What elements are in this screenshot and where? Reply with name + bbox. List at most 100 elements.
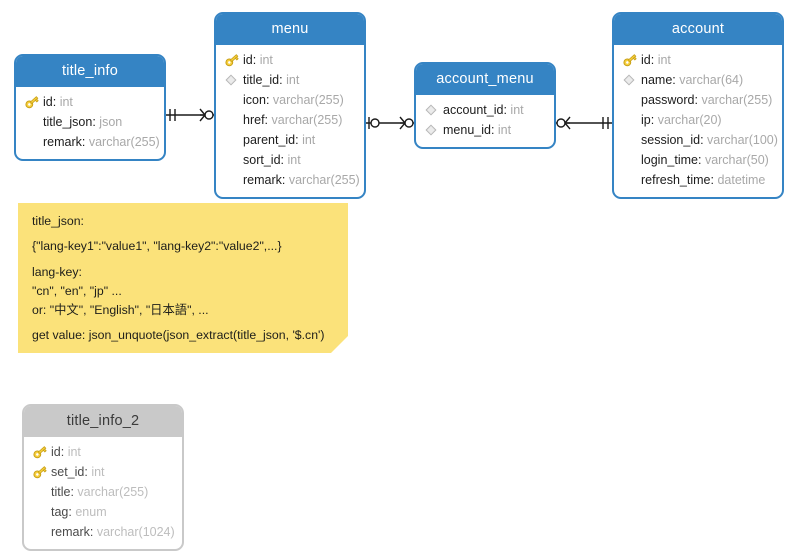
field-type: varchar(20) xyxy=(657,112,722,127)
relationship-title_info-menu[interactable] xyxy=(166,102,214,128)
field-icon-none xyxy=(224,172,243,188)
entity-title-account: account xyxy=(614,14,782,45)
field-row[interactable]: account_id: int xyxy=(422,100,548,120)
field-icon-none xyxy=(622,152,641,168)
field-separator: : xyxy=(281,172,289,187)
field-row[interactable]: title_id: int xyxy=(222,70,358,90)
field-icon-none xyxy=(224,92,243,108)
note-fold-corner-icon xyxy=(331,336,348,353)
field-type: varchar(255) xyxy=(288,172,360,187)
field-type: enum xyxy=(75,504,107,519)
primary-key-icon xyxy=(622,52,641,68)
field-name: title xyxy=(51,484,71,499)
field-separator: : xyxy=(710,172,718,187)
field-name: tag xyxy=(51,504,69,519)
field-row[interactable]: icon: varchar(255) xyxy=(222,90,358,110)
field-type: int xyxy=(59,94,73,109)
field-separator: : xyxy=(697,152,705,167)
field-name: password xyxy=(641,92,695,107)
field-row[interactable]: remark: varchar(255) xyxy=(22,132,160,152)
field-row[interactable]: password: varchar(255) xyxy=(620,90,776,110)
field-name: name xyxy=(641,72,673,87)
field-type: varchar(1024) xyxy=(96,524,175,539)
field-row[interactable]: login_time: varchar(50) xyxy=(620,150,776,170)
field-row[interactable]: tag: enum xyxy=(30,502,176,522)
field-row[interactable]: href: varchar(255) xyxy=(222,110,358,130)
entity-title-title_info: title_info xyxy=(16,56,164,87)
field-name: refresh_time xyxy=(641,172,711,187)
field-row[interactable]: session_id: varchar(100) xyxy=(620,130,778,150)
field-row[interactable]: remark: varchar(255) xyxy=(222,170,360,190)
field-separator: : xyxy=(694,92,702,107)
primary-key-icon xyxy=(224,52,243,68)
field-name: session_id xyxy=(641,132,701,147)
field-type: varchar(255) xyxy=(88,134,160,149)
field-type: datetime xyxy=(717,172,766,187)
field-name: remark xyxy=(243,172,282,187)
field-row[interactable]: refresh_time: datetime xyxy=(620,170,776,190)
note-line: or: "中文", "English", "日本語", ... xyxy=(32,303,209,318)
entity-title-menu: menu xyxy=(216,14,364,45)
field-separator: : xyxy=(295,132,303,147)
foreign-key-diamond-icon xyxy=(424,122,443,138)
field-name: id xyxy=(51,444,61,459)
note-line: {"lang-key1":"value1", "lang-key2":"valu… xyxy=(32,239,282,254)
field-row[interactable]: id: int xyxy=(22,92,158,112)
field-icon-none xyxy=(622,92,641,108)
field-type: varchar(255) xyxy=(701,92,773,107)
field-separator: : xyxy=(81,134,89,149)
field-row[interactable]: set_id: int xyxy=(30,462,176,482)
field-row[interactable]: id: int xyxy=(30,442,176,462)
field-separator: : xyxy=(252,52,260,67)
field-icon-none xyxy=(622,112,641,128)
field-separator: : xyxy=(60,444,68,459)
note-line: title_json: xyxy=(32,214,84,228)
field-row[interactable]: title: varchar(255) xyxy=(30,482,176,502)
field-name: remark xyxy=(43,134,82,149)
relationship-menu-account_menu[interactable] xyxy=(366,110,414,136)
field-row[interactable]: remark: varchar(1024) xyxy=(30,522,176,542)
field-type: varchar(255) xyxy=(272,92,344,107)
field-name: title_id xyxy=(243,72,280,87)
field-icon-none xyxy=(24,114,43,130)
field-icon-none xyxy=(224,132,243,148)
note-line: lang-key: xyxy=(32,264,82,279)
field-row[interactable]: ip: varchar(20) xyxy=(620,110,776,130)
field-icon-none xyxy=(24,134,43,150)
field-row[interactable]: sort_id: int xyxy=(222,150,358,170)
field-icon-none xyxy=(224,112,243,128)
field-row[interactable]: id: int xyxy=(222,50,358,70)
field-row[interactable]: parent_id: int xyxy=(222,130,358,150)
field-type: int xyxy=(657,52,671,67)
note-title_json-note[interactable]: title_json: {"lang-key1":"value1", "lang-… xyxy=(18,203,348,353)
field-type: varchar(50) xyxy=(704,152,769,167)
field-separator: : xyxy=(503,102,511,117)
field-row[interactable]: title_json: json xyxy=(22,112,158,132)
field-row[interactable]: id: int xyxy=(620,50,776,70)
field-separator: : xyxy=(70,484,78,499)
field-separator: : xyxy=(92,114,100,129)
field-row[interactable]: menu_id: int xyxy=(422,120,548,140)
field-type: varchar(255) xyxy=(271,112,343,127)
relationship-account_menu-account[interactable] xyxy=(556,110,612,136)
field-type: int xyxy=(497,122,512,137)
field-name: remark xyxy=(51,524,90,539)
field-name: menu_id xyxy=(443,122,491,137)
field-separator: : xyxy=(265,92,273,107)
field-name: id xyxy=(641,52,651,67)
field-separator: : xyxy=(279,72,287,87)
field-row[interactable]: name: varchar(64) xyxy=(620,70,776,90)
field-type: int xyxy=(302,132,316,147)
field-type: int xyxy=(510,102,524,117)
field-name: icon xyxy=(243,92,266,107)
field-type: int xyxy=(286,72,300,87)
